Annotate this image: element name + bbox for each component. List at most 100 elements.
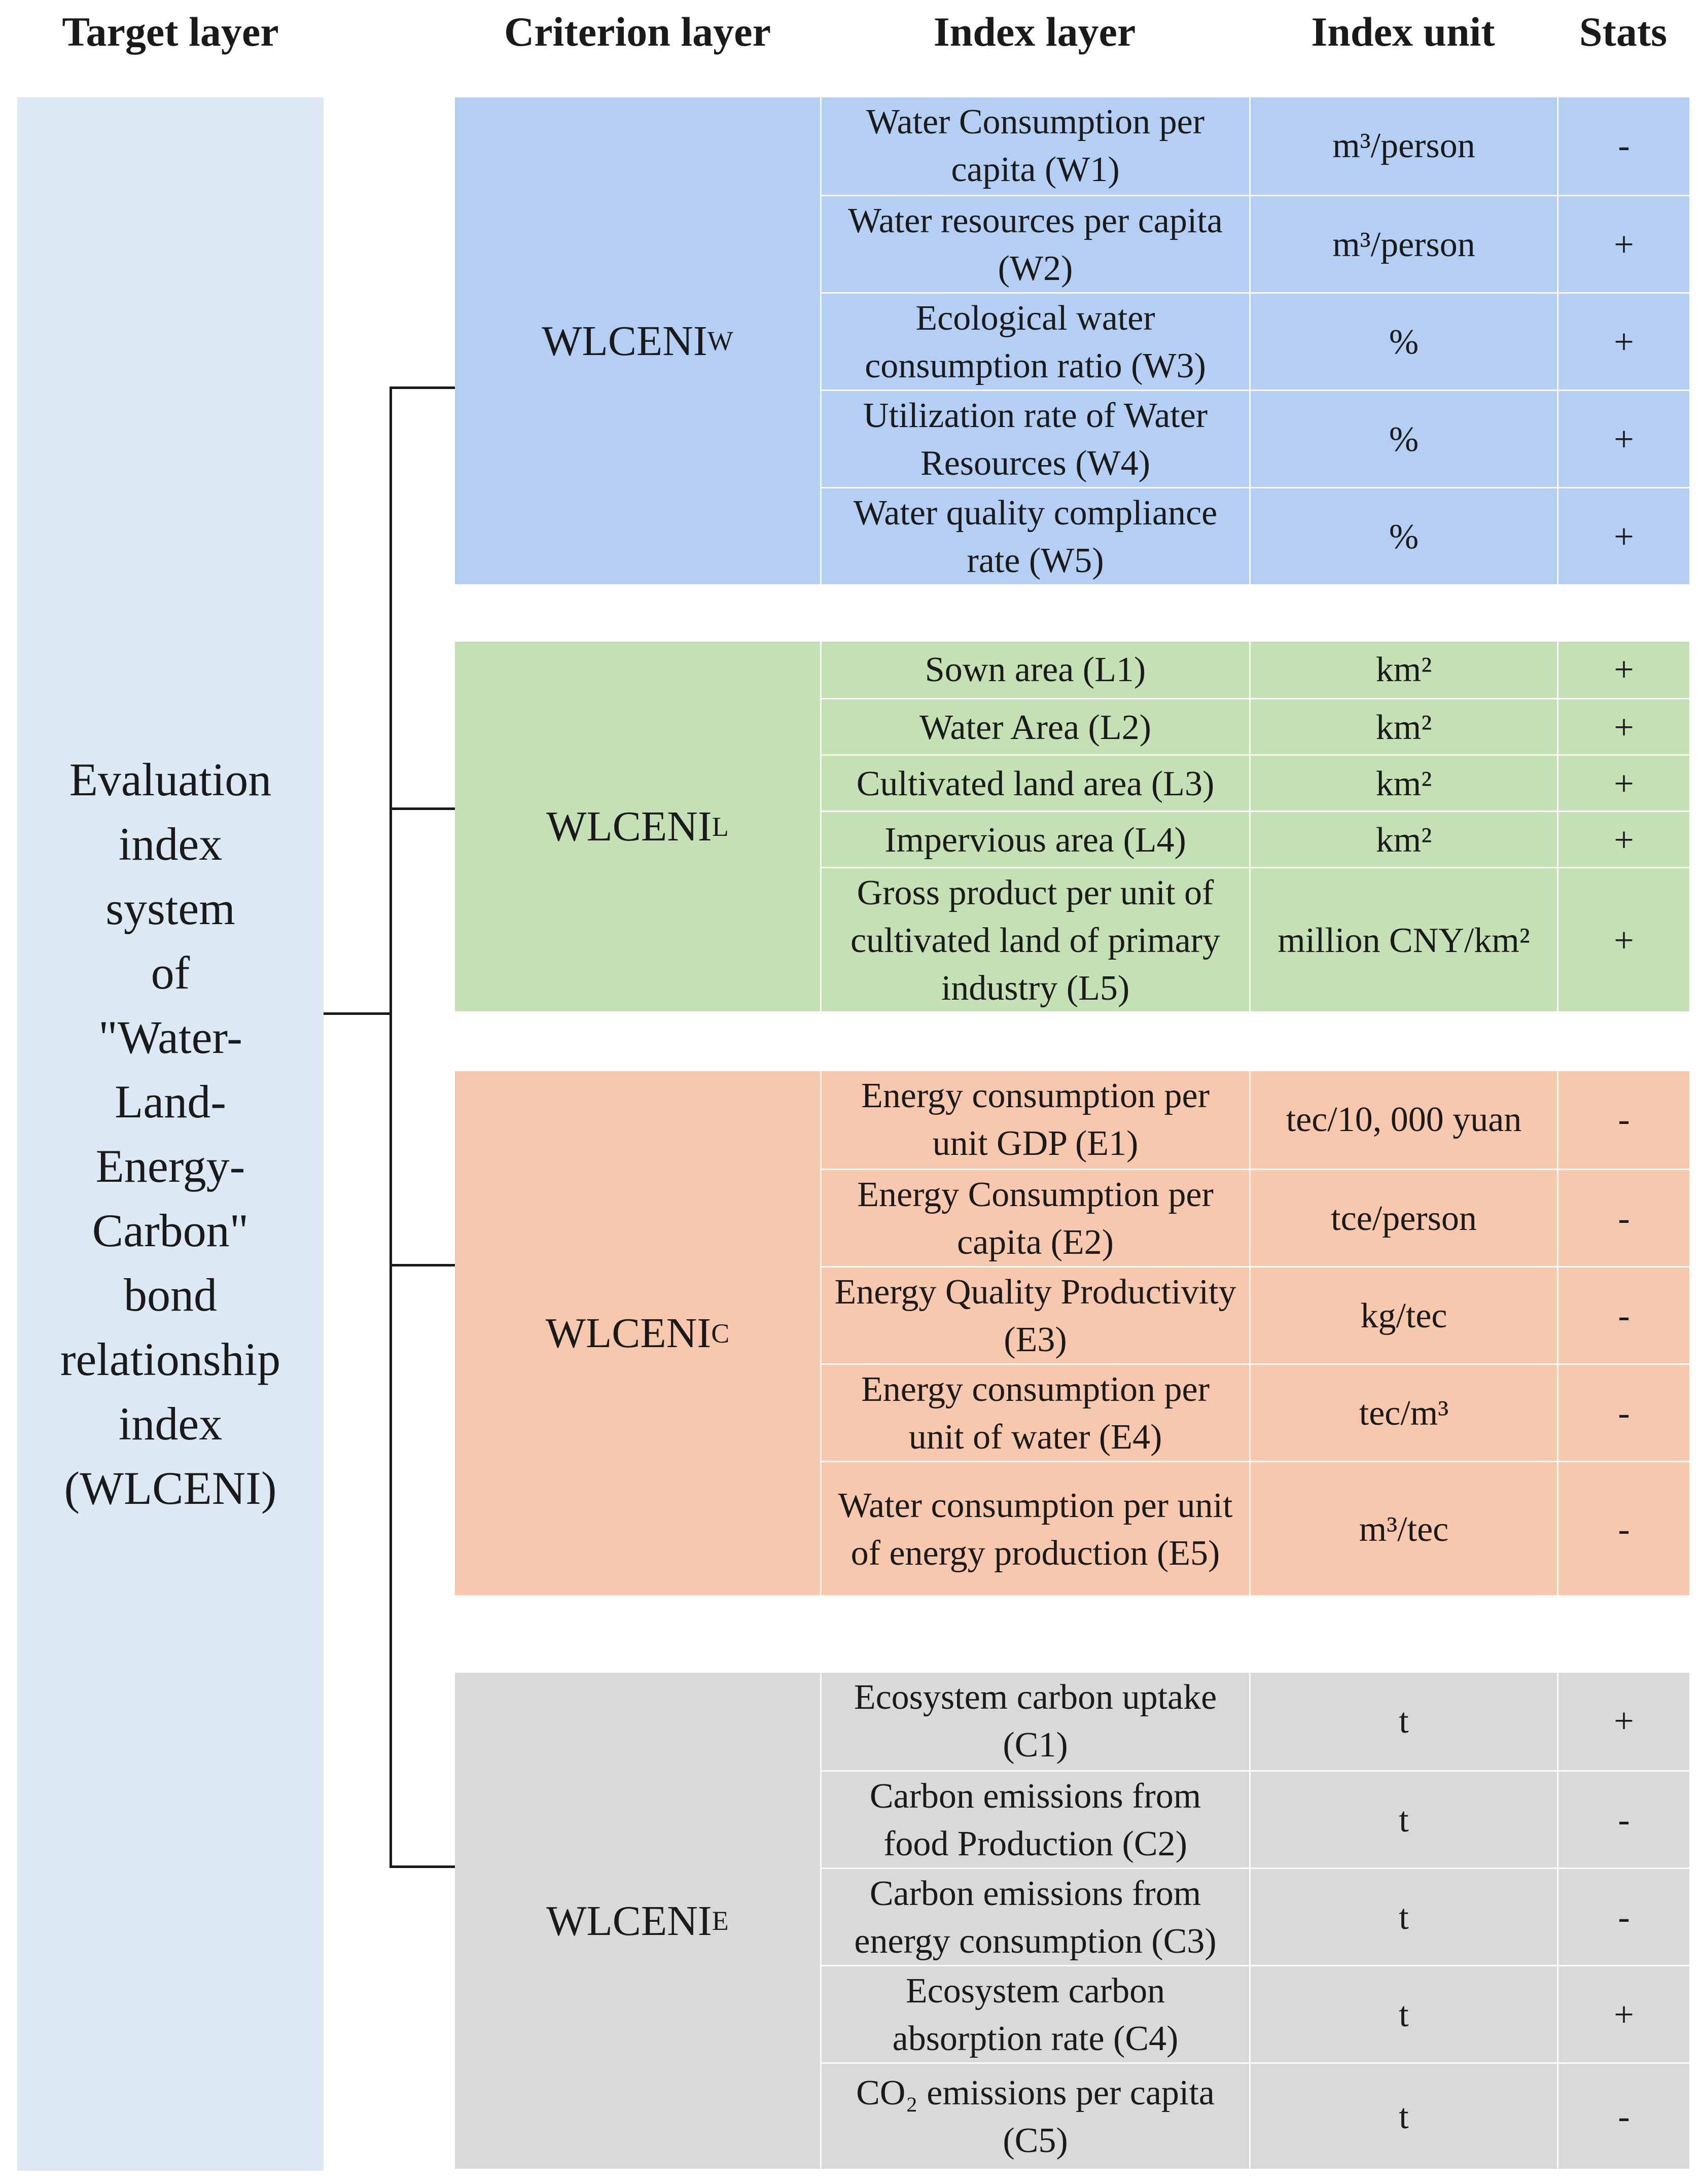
- unit-cell: km²: [1249, 699, 1557, 756]
- index-row: Water consumption per unit of energy pro…: [820, 1461, 1689, 1597]
- stats-cell: +: [1557, 196, 1689, 294]
- index-row: Energy consumption per unit of water (E4…: [820, 1363, 1689, 1462]
- unit-cell: t: [1249, 1966, 1557, 2064]
- unit-cell: km²: [1249, 756, 1557, 812]
- connector-vertical: [389, 386, 392, 1868]
- stats-cell: +: [1557, 812, 1689, 868]
- stats-cell: -: [1557, 1772, 1689, 1869]
- index-row: Gross product per unit of cultivated lan…: [820, 867, 1689, 1013]
- index-row: Sown area (L1)km²+: [820, 642, 1689, 698]
- target-layer-line: "Water-: [98, 1011, 242, 1063]
- connector-land: [389, 807, 455, 810]
- header-stats: Stats: [1579, 9, 1668, 55]
- unit-cell: m³/person: [1249, 196, 1557, 294]
- unit-cell: t: [1249, 1772, 1557, 1869]
- index-cell: Gross product per unit of cultivated lan…: [820, 868, 1249, 1013]
- index-row: Energy Consumption per capita (E2)tce/pe…: [820, 1169, 1689, 1267]
- connector-carbon: [389, 1865, 455, 1868]
- target-layer-line: Carbon": [92, 1205, 249, 1256]
- index-cell: CO₂ emissions per capita (C5): [820, 2064, 1249, 2170]
- header-index-unit: Index unit: [1311, 9, 1495, 55]
- stats-cell: +: [1557, 756, 1689, 812]
- unit-cell: m³/person: [1249, 97, 1557, 195]
- index-cell: Impervious area (L4): [820, 812, 1249, 868]
- unit-cell: %: [1249, 294, 1557, 391]
- header-criterion-layer: Criterion layer: [504, 9, 771, 55]
- stats-cell: -: [1557, 1267, 1689, 1365]
- target-layer-line: index: [118, 1398, 223, 1450]
- connector-main-horizontal: [324, 1012, 391, 1015]
- target-layer-line: (WLCENI): [64, 1462, 277, 1514]
- index-row: Ecosystem carbon uptake (C1)t+: [820, 1673, 1689, 1770]
- index-row: Ecosystem carbon absorption rate (C4)t+: [820, 1965, 1689, 2064]
- index-row: Energy Quality Productivity (E3)kg/tec-: [820, 1266, 1689, 1365]
- index-row: Water Area (L2)km²+: [820, 698, 1689, 756]
- index-row: Water resources per capita (W2)m³/person…: [820, 195, 1689, 294]
- criterion-base: WLCENI: [545, 1310, 712, 1357]
- target-layer-line: Energy-: [95, 1140, 245, 1192]
- stats-cell: +: [1557, 488, 1689, 586]
- index-row: Cultivated land area (L3)km²+: [820, 754, 1689, 812]
- index-cell: Water Consumption per capita (W1): [820, 97, 1249, 195]
- criterion-subscript: C: [711, 1318, 730, 1349]
- stats-cell: -: [1557, 1462, 1689, 1597]
- target-layer-line: system: [105, 883, 235, 934]
- unit-cell: %: [1249, 391, 1557, 488]
- index-row: Water quality compliance rate (W5)%+: [820, 487, 1689, 586]
- index-row: Utilization rate of Water Resources (W4)…: [820, 390, 1689, 488]
- unit-cell: million CNY/km²: [1249, 868, 1557, 1013]
- criterion-subscript: W: [707, 326, 733, 356]
- index-cell: Water resources per capita (W2): [820, 196, 1249, 294]
- index-row: Ecological water consumption ratio (W3)%…: [820, 292, 1689, 391]
- criterion-subscript: L: [712, 811, 729, 842]
- unit-cell: km²: [1249, 812, 1557, 868]
- stats-cell: -: [1557, 1170, 1689, 1267]
- target-layer-line: bond: [124, 1269, 217, 1321]
- unit-cell: t: [1249, 2064, 1557, 2170]
- unit-cell: %: [1249, 488, 1557, 586]
- target-layer-line: Land-: [115, 1076, 226, 1128]
- index-cell: Cultivated land area (L3): [820, 756, 1249, 812]
- unit-cell: km²: [1249, 642, 1557, 698]
- index-cell: Ecological water consumption ratio (W3): [820, 294, 1249, 391]
- index-cell: Sown area (L1): [820, 642, 1249, 698]
- target-layer-line: Evaluation: [69, 754, 272, 805]
- unit-cell: t: [1249, 1673, 1557, 1770]
- stats-cell: +: [1557, 868, 1689, 1013]
- index-cell: Water Area (L2): [820, 699, 1249, 756]
- stats-cell: -: [1557, 1365, 1689, 1462]
- criterion-base: WLCENI: [546, 1897, 712, 1945]
- index-cell: Energy Consumption per capita (E2): [820, 1170, 1249, 1267]
- criterion-subscript: E: [712, 1906, 729, 1936]
- index-cell: Carbon emissions from energy consumption…: [820, 1869, 1249, 1966]
- header-index-layer: Index layer: [933, 9, 1136, 55]
- index-row: Carbon emissions from energy consumption…: [820, 1868, 1689, 1966]
- target-layer-line: of: [151, 947, 190, 999]
- index-row: Energy consumption per unit GDP (E1)tec/…: [820, 1071, 1689, 1169]
- index-cell: Water quality compliance rate (W5): [820, 488, 1249, 586]
- unit-cell: tce/person: [1249, 1170, 1557, 1267]
- criterion-base: WLCENI: [546, 803, 712, 850]
- index-row: CO₂ emissions per capita (C5)t-: [820, 2062, 1689, 2170]
- stats-cell: +: [1557, 391, 1689, 488]
- index-cell: Energy consumption per unit of water (E4…: [820, 1365, 1249, 1462]
- index-cell: Ecosystem carbon uptake (C1): [820, 1673, 1249, 1770]
- index-cell: Energy consumption per unit GDP (E1): [820, 1071, 1249, 1169]
- unit-cell: kg/tec: [1249, 1267, 1557, 1365]
- unit-cell: tec/10, 000 yuan: [1249, 1071, 1557, 1169]
- connector-energy: [389, 1264, 455, 1266]
- target-layer-line: relationship: [60, 1333, 281, 1385]
- stats-cell: -: [1557, 2064, 1689, 2170]
- unit-cell: tec/m³: [1249, 1365, 1557, 1462]
- target-layer-text: Evaluation index system of "Water- Land- Energ…: [28, 748, 312, 1521]
- unit-cell: m³/tec: [1249, 1462, 1557, 1597]
- stats-cell: -: [1557, 1869, 1689, 1966]
- index-cell: Water consumption per unit of energy pro…: [820, 1462, 1249, 1597]
- index-cell: Energy Quality Productivity (E3): [820, 1267, 1249, 1365]
- target-layer-line: index: [118, 818, 223, 870]
